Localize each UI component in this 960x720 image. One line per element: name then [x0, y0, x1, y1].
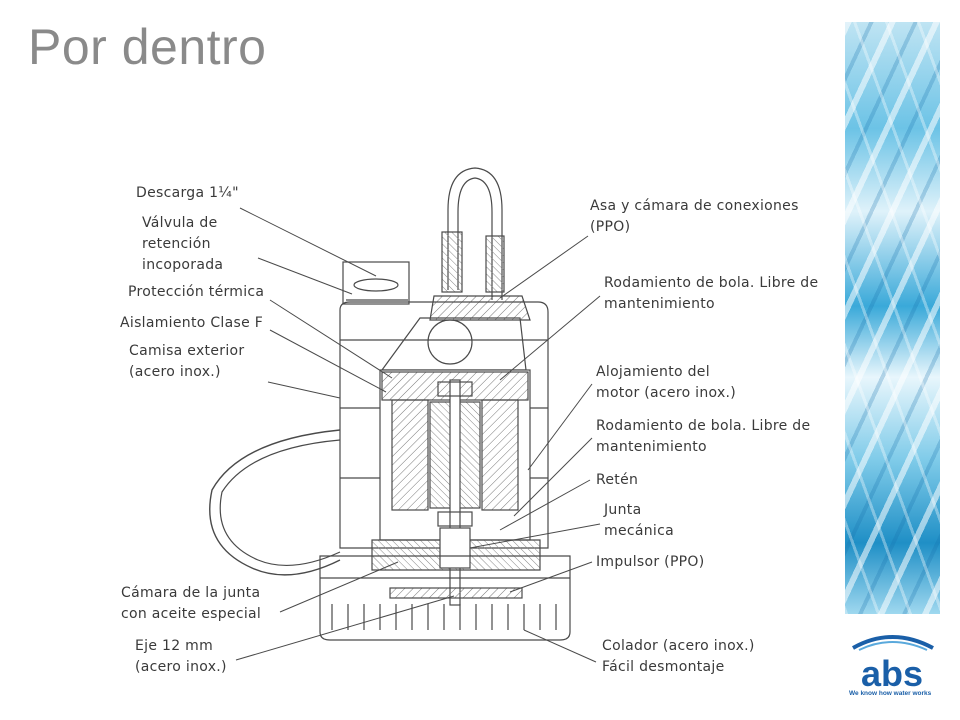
stator-left	[391, 399, 429, 511]
label-descarga: Descarga 1¼"	[136, 185, 239, 201]
label-rodamiento-superior-line2: mantenimiento	[604, 296, 715, 312]
label-rodamiento-inferior-line1: Rodamiento de bola. Libre de	[596, 418, 811, 434]
power-cable	[209, 429, 341, 576]
label-eje: Eje 12 mm (acero inox.)	[135, 636, 227, 678]
label-camisa-line2: (acero inox.)	[129, 364, 221, 380]
label-asa-line1: Asa y cámara de conexiones	[590, 198, 799, 214]
label-colador: Colador (acero inox.) Fácil desmontaje	[602, 636, 755, 678]
label-camara-line2: con aceite especial	[121, 606, 262, 622]
label-camara-line1: Cámara de la junta	[121, 585, 261, 601]
stator-right	[481, 399, 519, 511]
label-colador-line1: Colador (acero inox.)	[602, 638, 755, 654]
label-camara: Cámara de la junta con aceite especial	[121, 583, 261, 625]
label-rodamiento-inferior-line2: mantenimiento	[596, 439, 707, 455]
handle	[447, 167, 503, 300]
shaft	[449, 379, 461, 606]
label-eje-line2: (acero inox.)	[135, 659, 227, 675]
label-alojamiento-line2: motor (acero inox.)	[596, 385, 737, 401]
label-alojamiento-line1: Alojamiento del	[596, 364, 710, 380]
impeller	[389, 587, 523, 599]
abs-tagline: We know how water works	[849, 690, 932, 697]
label-camisa: Camisa exterior (acero inox.)	[129, 341, 244, 383]
strainer-slots	[331, 604, 557, 630]
abs-logo-text: abs	[861, 653, 923, 694]
label-eje-line1: Eje 12 mm	[135, 638, 214, 654]
abs-logo: abs	[852, 635, 934, 694]
water-image	[845, 22, 940, 614]
label-impulsor: Impulsor (PPO)	[596, 554, 705, 570]
label-valvula-line1: Válvula de	[142, 215, 218, 231]
label-colador-line2: Fácil desmontaje	[602, 659, 725, 675]
discharge-outlet	[342, 261, 410, 305]
top-cap	[429, 295, 531, 321]
label-reten: Retén	[596, 472, 639, 488]
label-junta: Junta mecánica	[604, 500, 674, 542]
label-asa-line2: (PPO)	[590, 219, 631, 235]
label-alojamiento: Alojamiento del motor (acero inox.)	[596, 362, 736, 404]
label-junta-line1: Junta	[604, 502, 642, 518]
outer-jacket	[339, 301, 549, 549]
label-junta-line2: mecánica	[604, 523, 674, 539]
label-asa: Asa y cámara de conexiones (PPO)	[590, 196, 799, 238]
label-rodamiento-superior: Rodamiento de bola. Libre de mantenimien…	[604, 273, 818, 315]
leader-lines	[235, 207, 601, 663]
slide-title: Por dentro	[28, 19, 267, 75]
label-rodamiento-superior-line1: Rodamiento de bola. Libre de	[604, 275, 819, 291]
label-valvula-line2: retención	[142, 236, 211, 252]
label-camisa-line1: Camisa exterior	[129, 343, 245, 359]
label-valvula: Válvula de retención incoporada	[142, 213, 223, 276]
label-aislamiento: Aislamiento Clase F	[120, 315, 264, 331]
label-rodamiento-inferior: Rodamiento de bola. Libre de mantenimien…	[596, 416, 810, 458]
label-valvula-line3: incoporada	[142, 257, 224, 273]
label-proteccion: Protección térmica	[128, 284, 265, 300]
